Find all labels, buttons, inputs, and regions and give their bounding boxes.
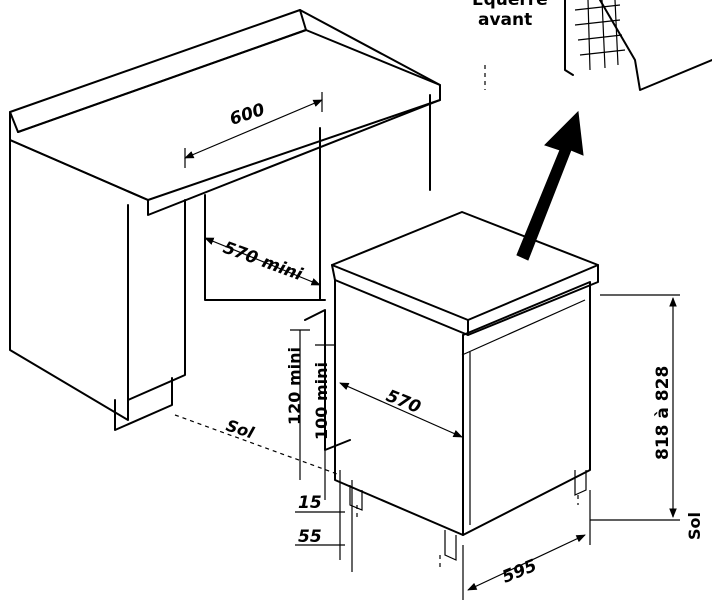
bracket-detail xyxy=(484,0,712,91)
avant-label: avant xyxy=(478,10,532,30)
dishwasher-unit xyxy=(331,211,599,570)
dim-570-mini-label: 570 mini xyxy=(220,238,306,286)
dim-570-mini: 570 mini xyxy=(204,237,321,286)
sol-right-label: Sol xyxy=(685,512,704,540)
dim-55-label: 55 xyxy=(298,527,322,547)
dim-120-mini-label: 120 mini xyxy=(285,347,304,425)
dim-818-828: 818 à 828 xyxy=(590,294,680,521)
dim-15-label: 15 xyxy=(298,493,322,513)
dim-595: 595 xyxy=(462,490,591,600)
dim-vertical-clearance: 120 mini 100 mini xyxy=(285,329,335,500)
dim-818-828-label: 818 à 828 xyxy=(653,366,673,460)
floor-lines: Sol Sol xyxy=(174,414,704,540)
dim-600: 600 xyxy=(184,92,323,168)
dim-595-label: 595 xyxy=(499,556,539,588)
dim-570: 570 xyxy=(339,382,463,438)
countertop-cabinet xyxy=(9,9,441,451)
bracket-caption: Equerre avant xyxy=(472,0,548,30)
callout-arrow xyxy=(516,110,584,261)
dim-small-offsets: 15 55 xyxy=(295,470,353,572)
dim-570-label: 570 xyxy=(383,386,424,418)
sol-left-label: Sol xyxy=(224,416,257,443)
equerre-label: Equerre xyxy=(472,0,548,10)
dim-100-mini-label: 100 mini xyxy=(312,362,331,440)
